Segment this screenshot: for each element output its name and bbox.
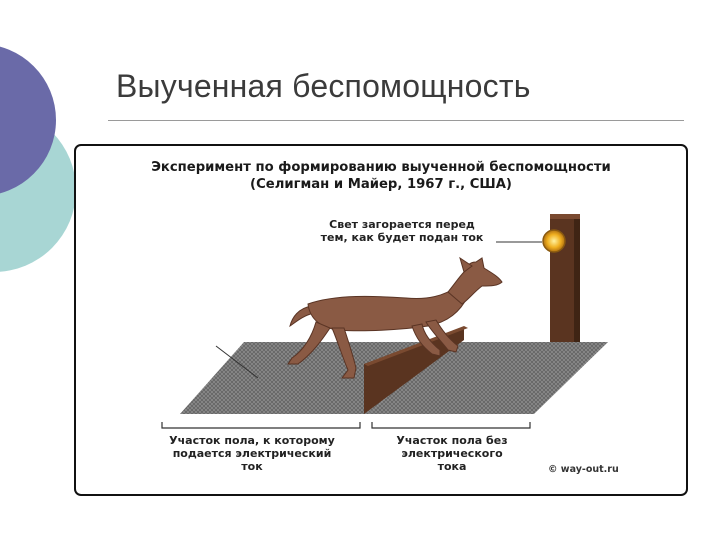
safe-zone-label: Участок пола без электрического тока: [382, 434, 522, 473]
electrified-zone-line2: подается электрический: [172, 447, 332, 460]
electrified-zone-label: Участок пола, к которому подается электр…: [152, 434, 352, 473]
credit-text: © way-out.ru: [548, 464, 619, 475]
title-divider: [108, 120, 684, 121]
figure-title: Эксперимент по формированию выученной бе…: [151, 160, 611, 175]
electrified-zone-line3: ток: [241, 460, 263, 473]
experiment-figure: Эксперимент по формированию выученной бе…: [74, 144, 688, 496]
electrified-zone-line1: Участок пола, к которому: [169, 434, 335, 447]
lamp-post-side: [574, 216, 580, 342]
light-label-line1: Свет загорается перед: [329, 218, 475, 231]
figure-subtitle: (Селигман и Майер, 1967 г., США): [250, 177, 512, 192]
safe-zone-line2: электрического: [401, 447, 503, 460]
experiment-illustration: [180, 214, 608, 414]
safe-zone-line1: Участок пола без: [396, 434, 508, 447]
lamp-light: [542, 229, 566, 253]
safe-zone-line3: тока: [437, 460, 467, 473]
slide-title: Выученная беспомощность: [116, 68, 531, 104]
purple-circle: [0, 46, 56, 194]
light-label-line2: тем, как будет подан ток: [320, 231, 484, 244]
light-label: Свет загорается перед тем, как будет под…: [304, 218, 500, 244]
lamp-post-top: [550, 214, 580, 219]
pointer-line: [215, 345, 259, 379]
decorative-circles: [0, 46, 76, 272]
dog-figure: [287, 256, 503, 379]
